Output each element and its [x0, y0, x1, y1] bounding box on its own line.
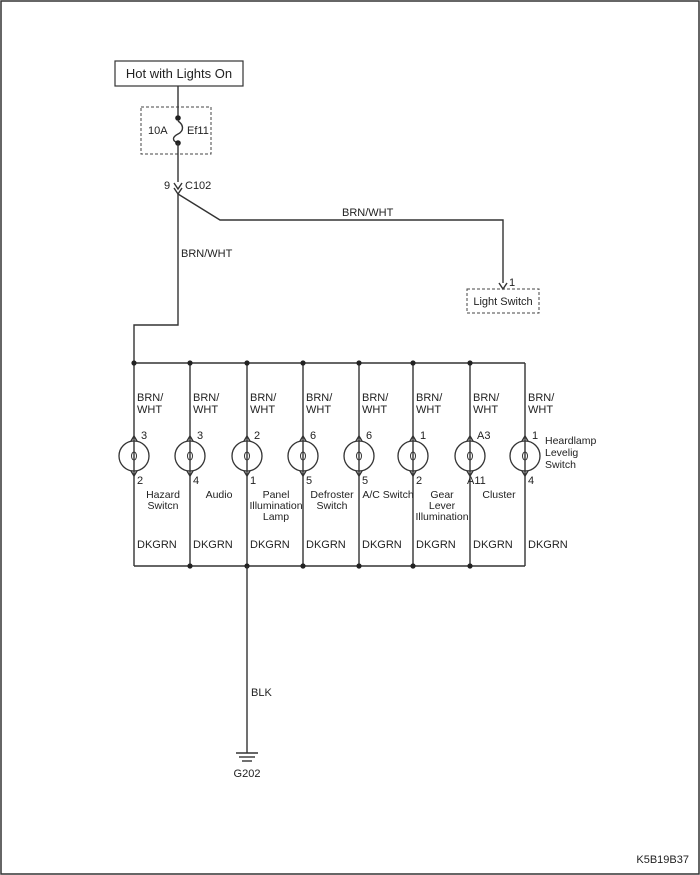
power-source-label: Hot with Lights On	[126, 66, 232, 81]
lamp-wire-label: BRN/	[362, 392, 389, 404]
lamp-label: Cluster	[482, 489, 516, 501]
branch-wire-label: BRN/WHT	[342, 207, 394, 219]
main-wire-label: BRN/WHT	[181, 248, 233, 260]
lamp-top-pin: 1	[532, 430, 538, 442]
light-switch-pin: 1	[509, 277, 515, 289]
lamp-wire-label: BRN/	[416, 392, 443, 404]
ground-main-wire-label: BLK	[251, 687, 272, 699]
lamp-bottom-pin: 2	[137, 475, 143, 487]
lamp-wire-label: WHT	[362, 404, 387, 416]
ground-name: G202	[234, 768, 261, 780]
lamp-bottom-pin: A11	[467, 475, 486, 487]
connector-c102: 9 C102	[164, 143, 211, 196]
lamp-ground-wire-label: DKGRN	[473, 539, 513, 551]
lamp-bottom-pin: 4	[193, 475, 199, 487]
lamp-bottom-pin: 1	[250, 475, 256, 487]
lamp-wire-label: WHT	[250, 404, 275, 416]
lamp-top-pin: 3	[141, 430, 147, 442]
fuse-ef11: 10A Ef11	[140, 86, 212, 155]
lamp-ground-wire-label: DKGRN	[306, 539, 346, 551]
lamp-bottom-pin: 2	[416, 475, 422, 487]
ground-g202: BLK G202	[234, 566, 272, 780]
lamp-top-pin: 3	[197, 430, 203, 442]
lamp-label: Illumination	[249, 500, 302, 512]
lamp-label: Lamp	[263, 511, 289, 523]
lamp-label: Switch	[545, 459, 576, 471]
lamp-top-pin: 1	[420, 430, 426, 442]
lamp-ground-wire-label: DKGRN	[250, 539, 290, 551]
fuse-name: Ef11	[187, 125, 209, 137]
lamp-wire-label: WHT	[306, 404, 331, 416]
lamp-label: Audio	[206, 489, 233, 501]
lamp-wire-label: BRN/	[193, 392, 220, 404]
lamp-bottom-pin: 4	[528, 475, 534, 487]
lamp-wire-label: BRN/	[137, 392, 164, 404]
lamp-branches: BRN/WHT32HazardSwitcnDKGRNBRN/WHT34Audio…	[118, 360, 597, 569]
lamp-label: Levelig	[545, 447, 578, 459]
power-source-box: Hot with Lights On	[114, 60, 244, 87]
lamp-wire-label: BRN/	[473, 392, 500, 404]
lamp-label: Illumination	[415, 511, 468, 523]
lamp-label: Gear	[430, 489, 454, 501]
lamp-label: Heardlamp	[545, 435, 597, 447]
lamp-top-pin: 6	[310, 430, 316, 442]
lamp-ground-wire-label: DKGRN	[416, 539, 456, 551]
connector-pin: 9	[164, 180, 170, 192]
lamp-wire-label: BRN/	[250, 392, 277, 404]
lamp-wire-label: WHT	[193, 404, 218, 416]
lamp-label: Hazard	[146, 489, 180, 501]
lamp-ground-wire-label: DKGRN	[193, 539, 233, 551]
lamp-wire-label: WHT	[137, 404, 162, 416]
lamp-wire-label: WHT	[473, 404, 498, 416]
connector-name: C102	[185, 180, 211, 192]
lamp-label: Lever	[429, 500, 456, 512]
lamp-label: Switcn	[148, 500, 179, 512]
lamp-label: Defroster	[310, 489, 354, 501]
lamp-label: Switch	[317, 500, 348, 512]
main-feed: BRN/WHT	[133, 194, 233, 363]
lamp-wire-label: BRN/	[528, 392, 555, 404]
lamp-top-pin: 2	[254, 430, 260, 442]
lamp-label: A/C Switch	[362, 489, 414, 501]
diagram-code: K5B19B37	[636, 854, 689, 866]
lamp-label: Panel	[263, 489, 290, 501]
lamp-wire-label: BRN/	[306, 392, 333, 404]
lamp-ground-wire-label: DKGRN	[528, 539, 568, 551]
lamp-top-pin: 6	[366, 430, 372, 442]
branch-to-light-switch: BRN/WHT 1 Light Switch	[177, 193, 540, 314]
light-switch-label: Light Switch	[473, 296, 532, 308]
lamp-bottom-pin: 5	[306, 475, 312, 487]
fuse-rating: 10A	[148, 125, 168, 137]
lamp-top-pin: A3	[477, 430, 490, 442]
lamp-wire-label: WHT	[416, 404, 441, 416]
lamp-bottom-pin: 5	[362, 475, 368, 487]
lamp-ground-wire-label: DKGRN	[362, 539, 402, 551]
lamp-wire-label: WHT	[528, 404, 553, 416]
lamp-ground-wire-label: DKGRN	[137, 539, 177, 551]
